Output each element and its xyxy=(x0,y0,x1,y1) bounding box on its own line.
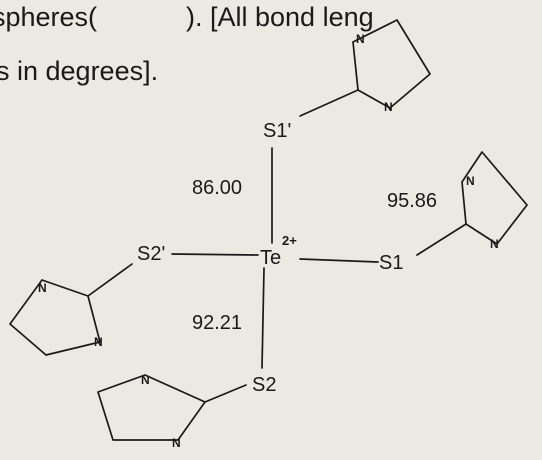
bond-s1-ring xyxy=(416,223,467,256)
sulfur-label-s2prime: S2' xyxy=(137,243,165,265)
tellurium-charge-label: 2+ xyxy=(282,233,297,248)
imidazoline-ring-bottom xyxy=(97,374,206,441)
bond-s2-ring xyxy=(204,384,247,403)
sulfur-label-s1: S1 xyxy=(379,252,403,274)
ring-left-nitrogen-1: N xyxy=(38,281,47,295)
ring-top-nitrogen-1: N xyxy=(356,32,365,46)
ring-left-nitrogen-2: N xyxy=(94,335,103,349)
ring-bottom-nitrogen-2: N xyxy=(172,436,181,450)
ring-right-nitrogen-2: N xyxy=(490,237,499,251)
caption-text-left: spheres( xyxy=(0,2,97,32)
caption-text-line-2: s in degrees]. xyxy=(0,56,158,86)
ring-bottom-nitrogen-1: N xyxy=(141,373,150,387)
bond-s1prime-ring xyxy=(299,89,359,117)
bond-s2prime-ring xyxy=(87,263,133,297)
tellurium-atom-label: Te xyxy=(260,247,281,269)
sulfur-label-s2: S2 xyxy=(252,374,276,396)
ring-right-nitrogen-1: N xyxy=(466,174,475,188)
angle-label-s1-ring: 95.86 xyxy=(387,190,437,212)
sulfur-label-s1prime: S1' xyxy=(263,120,291,142)
angle-label-s1prime-te-s2prime: 86.00 xyxy=(192,177,242,199)
ring-top-nitrogen-2: N xyxy=(384,100,393,114)
angle-label-s2prime-te-s2: 92.21 xyxy=(192,312,242,334)
bond-te-s1 xyxy=(299,258,379,263)
bond-te-s2prime xyxy=(171,253,259,256)
caption-text-right: ). [All bond leng xyxy=(186,2,374,32)
imidazoline-ring-right xyxy=(461,151,528,245)
imidazoline-ring-top xyxy=(352,19,431,109)
bond-te-s2 xyxy=(261,267,265,369)
imidazoline-ring-left xyxy=(9,279,101,356)
